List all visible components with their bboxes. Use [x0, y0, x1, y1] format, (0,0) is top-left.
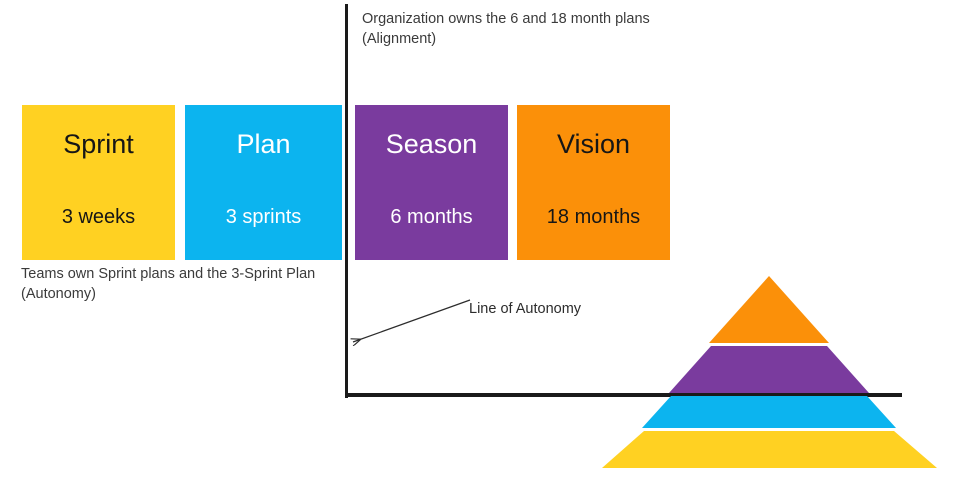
plan-box-plan-title: Plan	[236, 129, 291, 159]
horizontal-autonomy-line	[345, 393, 902, 397]
line-of-autonomy-arrow-icon	[345, 299, 471, 350]
plan-box-sprint[interactable]: Sprint 3 weeks	[22, 105, 175, 260]
pyramid-level-features[interactable]	[669, 346, 869, 393]
plan-box-sprint-duration: 3 weeks	[61, 206, 136, 228]
vertical-divider-line	[345, 4, 348, 398]
line-of-autonomy-label: Line of Autonomy	[469, 301, 582, 317]
pyramid-shape	[602, 276, 937, 468]
plan-box-vision-duration: 18 months	[546, 206, 641, 228]
plan-box-plan[interactable]: Plan 3 sprints	[185, 105, 342, 260]
pyramid-level-stories[interactable]	[642, 396, 896, 428]
plan-box-season-duration: 6 months	[390, 206, 473, 228]
pyramid-label-tasks: Tasks	[940, 440, 954, 452]
pyramid-label-features: Features	[940, 364, 954, 376]
plan-box-sprint-title: Sprint	[63, 129, 134, 159]
pyramid-label-epics: Epics	[940, 318, 954, 330]
pyramid-level-tasks[interactable]	[602, 431, 937, 468]
pyramid-label-stories: Stories	[940, 404, 954, 416]
work-item-pyramid: Epics Features Stories Tasks	[600, 272, 940, 472]
plan-box-vision[interactable]: Vision 18 months	[517, 105, 670, 260]
plan-box-plan-duration: 3 sprints	[225, 206, 302, 228]
plan-box-vision-title: Vision	[556, 129, 631, 159]
caption-alignment: Organization owns the 6 and 18 month pla…	[362, 11, 650, 47]
pyramid-level-epics[interactable]	[709, 276, 829, 343]
plan-box-season-title: Season	[385, 129, 478, 159]
caption-autonomy: Teams own Sprint plans and the 3-Sprint …	[21, 266, 316, 302]
plan-box-season[interactable]: Season 6 months	[355, 105, 508, 260]
